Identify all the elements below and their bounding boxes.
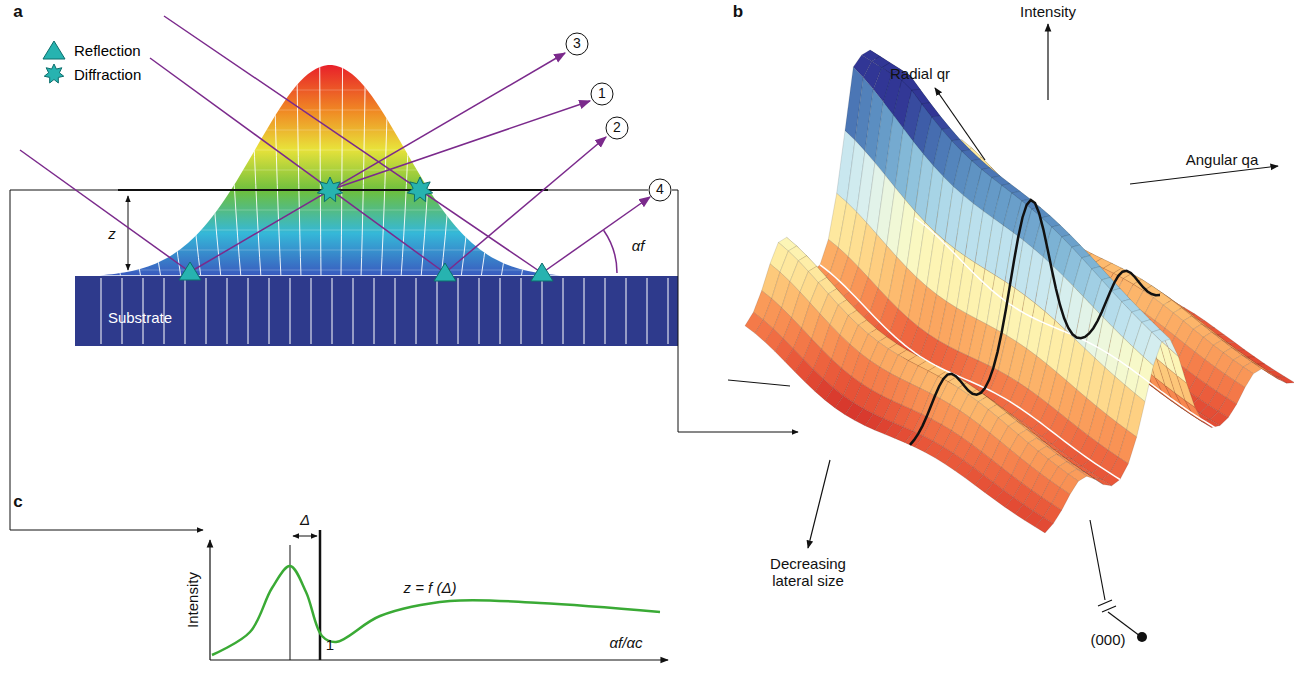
panel-letter: a: [13, 3, 22, 22]
axis-label: Decreasing lateral size: [763, 556, 853, 589]
axis-label: Intensity: [185, 572, 202, 628]
intensity-surface: [745, 50, 1294, 548]
tick-label: 1: [326, 637, 334, 654]
callout-circle: [566, 33, 671, 201]
angle-label: αf: [632, 238, 645, 255]
callout-number: 1: [598, 86, 606, 101]
substrate-lattice: [101, 278, 668, 344]
diffraction-symbol: [317, 177, 432, 202]
legend-row: Diffraction: [42, 62, 141, 86]
axis-label: Radial qr: [890, 66, 950, 83]
callout-number: 2: [613, 120, 621, 135]
legend-text: Diffraction: [74, 66, 141, 83]
diffraction-symbol: [42, 63, 66, 85]
legend-row: Reflection: [42, 38, 141, 62]
callout-number: 4: [656, 182, 664, 197]
region-label: Substrate: [108, 310, 172, 327]
axis-label: Intensity: [1020, 4, 1076, 21]
substrate-block: [75, 276, 678, 346]
dimension-label: z: [108, 226, 116, 243]
island-lattice: [91, 60, 571, 278]
callout-number: 3: [573, 36, 581, 51]
origin-dot: [1137, 632, 1147, 642]
formula-label: z = f (Δ): [404, 580, 457, 597]
leader-line: [728, 380, 790, 386]
leader-line: [10, 190, 203, 530]
panel-letter: b: [733, 3, 743, 22]
dimension-arrow: [128, 196, 129, 270]
leader-line: [672, 190, 798, 432]
reflection-symbol: [179, 262, 553, 281]
plot-axes: [210, 530, 668, 660]
axis-label: αf/αc: [610, 635, 643, 652]
legend-text: Reflection: [74, 42, 141, 59]
axis-label: Angular qa: [1186, 152, 1259, 169]
intensity-curve: [212, 566, 660, 655]
reflection-index: (000): [1090, 632, 1125, 649]
legend: ReflectionDiffraction: [42, 38, 141, 86]
leader-line: [548, 190, 648, 191]
axis-arrows: [935, 24, 1278, 636]
x-ray-beams: [20, 16, 650, 273]
panel-letter: c: [13, 493, 22, 512]
reflection-symbol: [42, 39, 66, 61]
dimension-label: Δ: [300, 512, 310, 529]
